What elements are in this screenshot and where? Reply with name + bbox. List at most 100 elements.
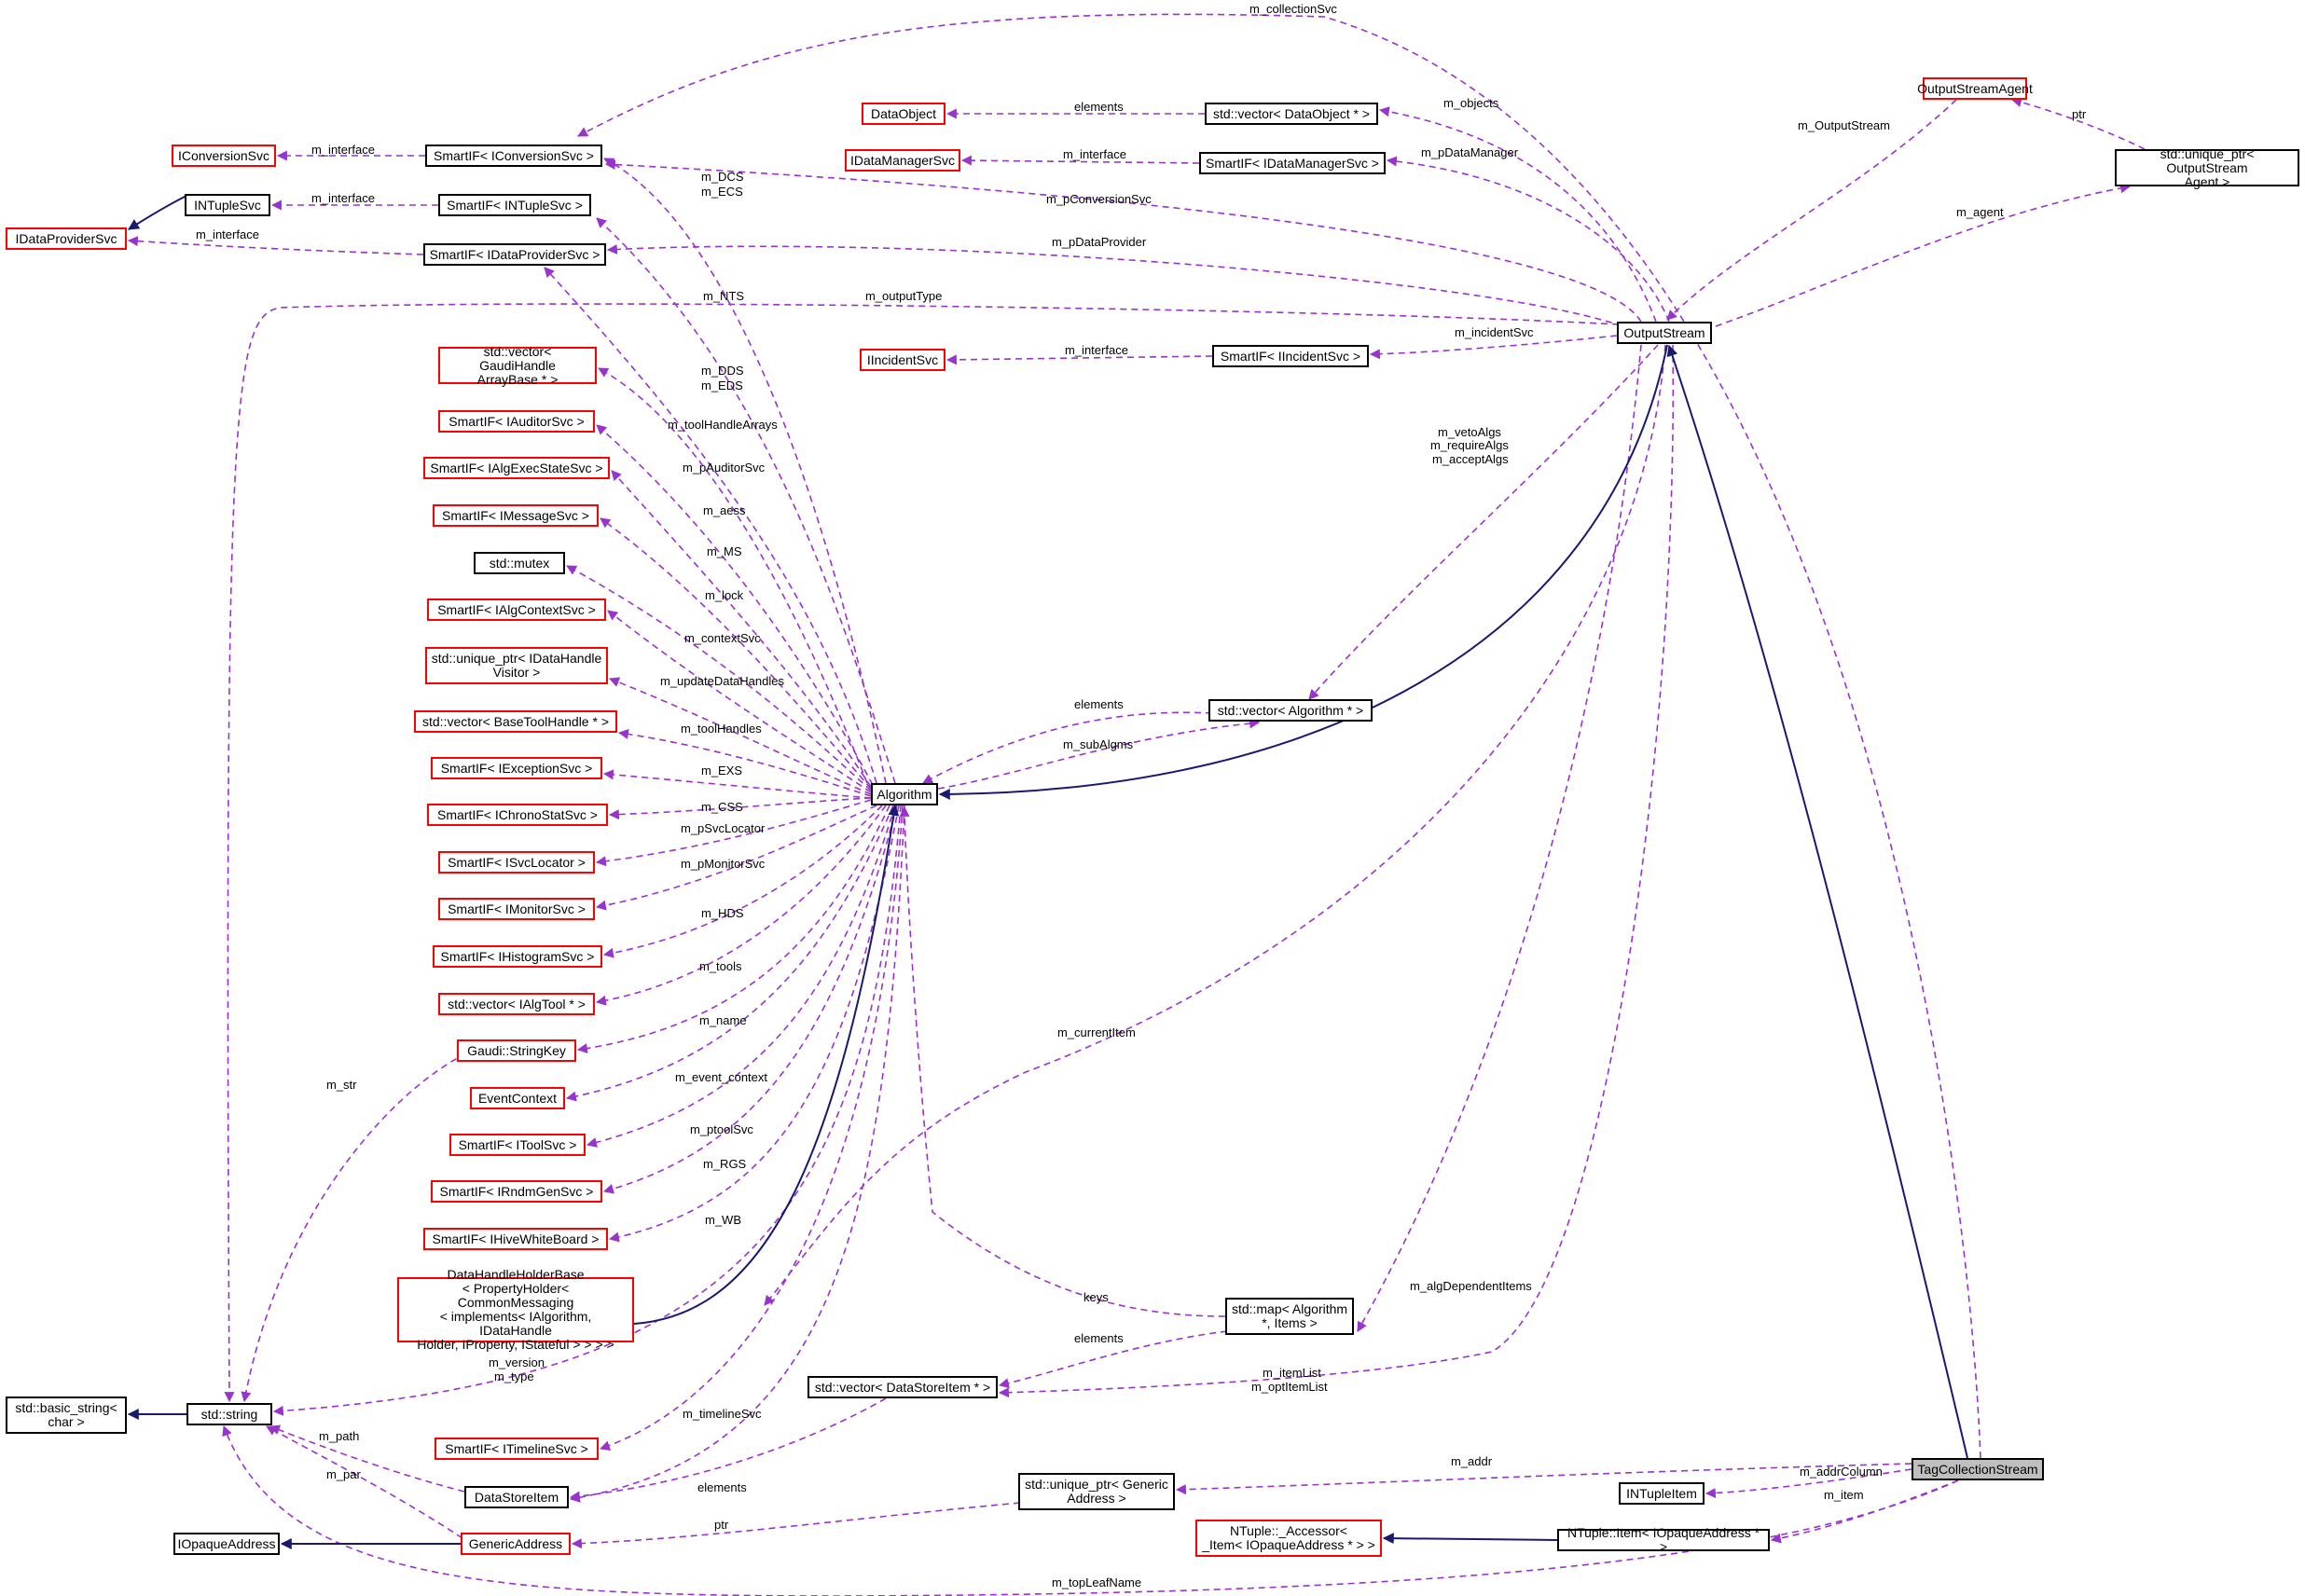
edge-label: m_contextSvc <box>684 631 761 645</box>
node-vector-dataobject[interactable]: std::vector< DataObject * > <box>1205 103 1378 125</box>
node-datastoreitem[interactable]: DataStoreItem <box>464 1486 569 1508</box>
node-std-string[interactable]: std::string <box>186 1403 272 1425</box>
node-idataprovidersvc[interactable]: IDataProviderSvc <box>6 227 127 250</box>
node-dataobject[interactable]: DataObject <box>862 103 945 125</box>
usage-edge <box>606 243 1623 327</box>
node-vector-gaudihandle[interactable]: std::vector< GaudiHandle ArrayBase * > <box>438 344 597 386</box>
edge-label: m_lock <box>705 588 744 602</box>
usage-edge <box>611 470 872 788</box>
usage-edge <box>266 1425 463 1539</box>
inheritance-edge <box>127 195 187 230</box>
edge-label: m_OutputStream <box>1798 118 1890 132</box>
usage-edge <box>566 565 872 791</box>
node-vector-algorithm[interactable]: std::vector< Algorithm * > <box>1208 699 1373 722</box>
usage-edge <box>1378 106 1657 323</box>
edge-label: m_interface <box>311 143 375 157</box>
edge-label: m_currentItem <box>1057 1025 1136 1039</box>
node-smartif-ialgexecstatesvc[interactable]: SmartIF< IAlgExecStateSvc > <box>423 457 610 479</box>
node-iincidentsvc[interactable]: IIncidentSvc <box>860 349 945 371</box>
node-iopaqueaddress[interactable]: IOpaqueAddress <box>173 1533 280 1555</box>
edge-label: m_EXS <box>701 764 742 777</box>
node-eventcontext[interactable]: EventContext <box>470 1087 565 1109</box>
usage-edge <box>127 236 424 255</box>
node-ntuple-item[interactable]: NTuple::Item< IOpaqueAddress * > <box>1557 1526 1770 1554</box>
node-outputstreamagent[interactable]: OutputStreamAgent <box>1917 77 2033 100</box>
usage-edge <box>604 159 1642 323</box>
node-uniqueptr-genericaddress[interactable]: std::unique_ptr< Generic Address > <box>1018 1473 1175 1510</box>
node-smartif-ialgcontextsvc[interactable]: SmartIF< IAlgContextSvc > <box>427 598 606 621</box>
edge-label: m_CSS <box>701 800 743 814</box>
node-smartif-iauditorsvc[interactable]: SmartIF< IAuditorSvc > <box>438 410 595 433</box>
edge-label: m_pConversionSvc <box>1046 192 1152 206</box>
node-smartif-ihivewhiteboard[interactable]: SmartIF< IHiveWhiteBoard > <box>423 1228 608 1250</box>
node-genericaddress[interactable]: GenericAddress <box>461 1533 571 1555</box>
node-smartif-iexceptionsvc[interactable]: SmartIF< IExceptionSvc > <box>431 757 602 779</box>
node-std-mutex[interactable]: std::mutex <box>474 552 565 574</box>
usage-edge <box>600 517 872 790</box>
usage-edge <box>1357 344 1642 1332</box>
node-idatamanagersvc[interactable]: IDataManagerSvc <box>845 149 960 172</box>
node-smartif-intuplesvc[interactable]: SmartIF< INTupleSvc > <box>438 194 591 216</box>
edge-label: m_addr <box>1451 1454 1493 1468</box>
usage-edge <box>899 805 1226 1317</box>
node-smartif-imessagesvc[interactable]: SmartIF< IMessageSvc > <box>433 504 599 527</box>
edge-label: m_optItemList <box>1251 1380 1328 1394</box>
node-smartif-ichronostatsvc[interactable]: SmartIF< IChronoStatSvc > <box>427 804 608 826</box>
usage-edge <box>602 805 898 1194</box>
edge-label: ptr <box>714 1518 729 1532</box>
edge-label: m_tools <box>699 959 742 973</box>
outputstream-node[interactable]: OutputStream <box>1617 322 1712 344</box>
edge-label: m_pDataProvider <box>1052 235 1147 249</box>
usage-edge <box>595 805 887 1006</box>
edge-label: m_incidentSvc <box>1455 325 1534 339</box>
node-basic-string[interactable]: std::basic_string< char > <box>6 1396 127 1434</box>
node-smartif-idataprovidersvc[interactable]: SmartIF< IDataProviderSvc > <box>423 243 606 266</box>
node-iconversionsvc[interactable]: IConversionSvc <box>172 144 276 167</box>
node-map-algorithm-items[interactable]: std::map< Algorithm *, Items > <box>1225 1298 1354 1335</box>
usage-edge <box>960 155 1200 166</box>
inheritance-edge <box>938 344 1668 800</box>
usage-edge <box>2010 97 2146 150</box>
edge-label: keys <box>1083 1290 1109 1304</box>
edge-label: m_event_context <box>675 1070 767 1084</box>
usage-edge <box>998 1330 1228 1389</box>
node-smartif-itoolsvc[interactable]: SmartIF< IToolSvc > <box>449 1134 586 1156</box>
node-vector-basetoolhandle[interactable]: std::vector< BaseToolHandle * > <box>414 710 617 733</box>
inheritance-edge <box>1666 344 1968 1459</box>
edge-label: m_pMonitorSvc <box>681 857 766 871</box>
edge-label: m_WB <box>705 1213 741 1227</box>
usage-edge <box>565 805 894 1102</box>
node-smartif-imonitorsvc[interactable]: SmartIF< IMonitorSvc > <box>438 898 595 920</box>
usage-edge <box>1369 335 1618 360</box>
node-gaudi-stringkey[interactable]: Gaudi::StringKey <box>457 1039 576 1062</box>
edge-label: m_addrColumn <box>1800 1465 1883 1479</box>
edge-label: elements <box>1074 100 1124 114</box>
edge-label: m_toolHandles <box>681 722 762 736</box>
node-smartif-isvclocator[interactable]: SmartIF< ISvcLocator > <box>438 851 595 874</box>
usage-edge <box>764 344 1666 1306</box>
edge-label: m_updateDataHandles <box>660 674 784 688</box>
node-uniqueptr-agent[interactable]: std::unique_ptr< OutputStream Agent > <box>2115 146 2299 188</box>
node-smartif-iincidentsvc[interactable]: SmartIF< IIncidentSvc > <box>1212 345 1369 367</box>
node-uniqueptr-idatahandlevisitor[interactable]: std::unique_ptr< IDataHandle Visitor > <box>425 647 608 684</box>
node-smartif-iconversionsvc[interactable]: SmartIF< IConversionSvc > <box>425 144 602 167</box>
edge-label: m_outputType <box>865 289 942 303</box>
node-intupleitem[interactable]: INTupleItem <box>1619 1482 1705 1505</box>
node-vector-ialgtool[interactable]: std::vector< IAlgTool * > <box>438 993 595 1015</box>
tagcollectionstream-node[interactable]: TagCollectionStream <box>1912 1458 2044 1480</box>
node-smartif-idatamanagersvc[interactable]: SmartIF< IDataManagerSvc > <box>1199 152 1386 174</box>
edge-label: m_type <box>494 1369 534 1383</box>
algorithm-node[interactable]: Algorithm <box>871 783 938 805</box>
node-smartif-itimelinesvc[interactable]: SmartIF< ITimelineSvc > <box>435 1438 599 1460</box>
usage-edge <box>1666 99 1957 321</box>
edge-label: m_DCS <box>701 170 744 184</box>
edge-label: m_itemList <box>1263 1366 1321 1380</box>
node-ntuple-accessor[interactable]: NTuple::_Accessor< _Item< IOpaqueAddress… <box>1195 1520 1382 1557</box>
node-smartif-irndmgensvc[interactable]: SmartIF< IRndmGenSvc > <box>431 1180 602 1203</box>
node-smartif-ihistogramsvc[interactable]: SmartIF< IHistogramSvc > <box>433 945 602 968</box>
node-vector-datastoreitem[interactable]: std::vector< DataStoreItem * > <box>807 1376 998 1398</box>
edge-label: m_version <box>489 1355 545 1369</box>
node-datahandleholderbase[interactable]: DataHandleHolderBase < PropertyHolder< C… <box>397 1268 634 1352</box>
node-intuplesvc[interactable]: INTupleSvc <box>185 194 270 216</box>
